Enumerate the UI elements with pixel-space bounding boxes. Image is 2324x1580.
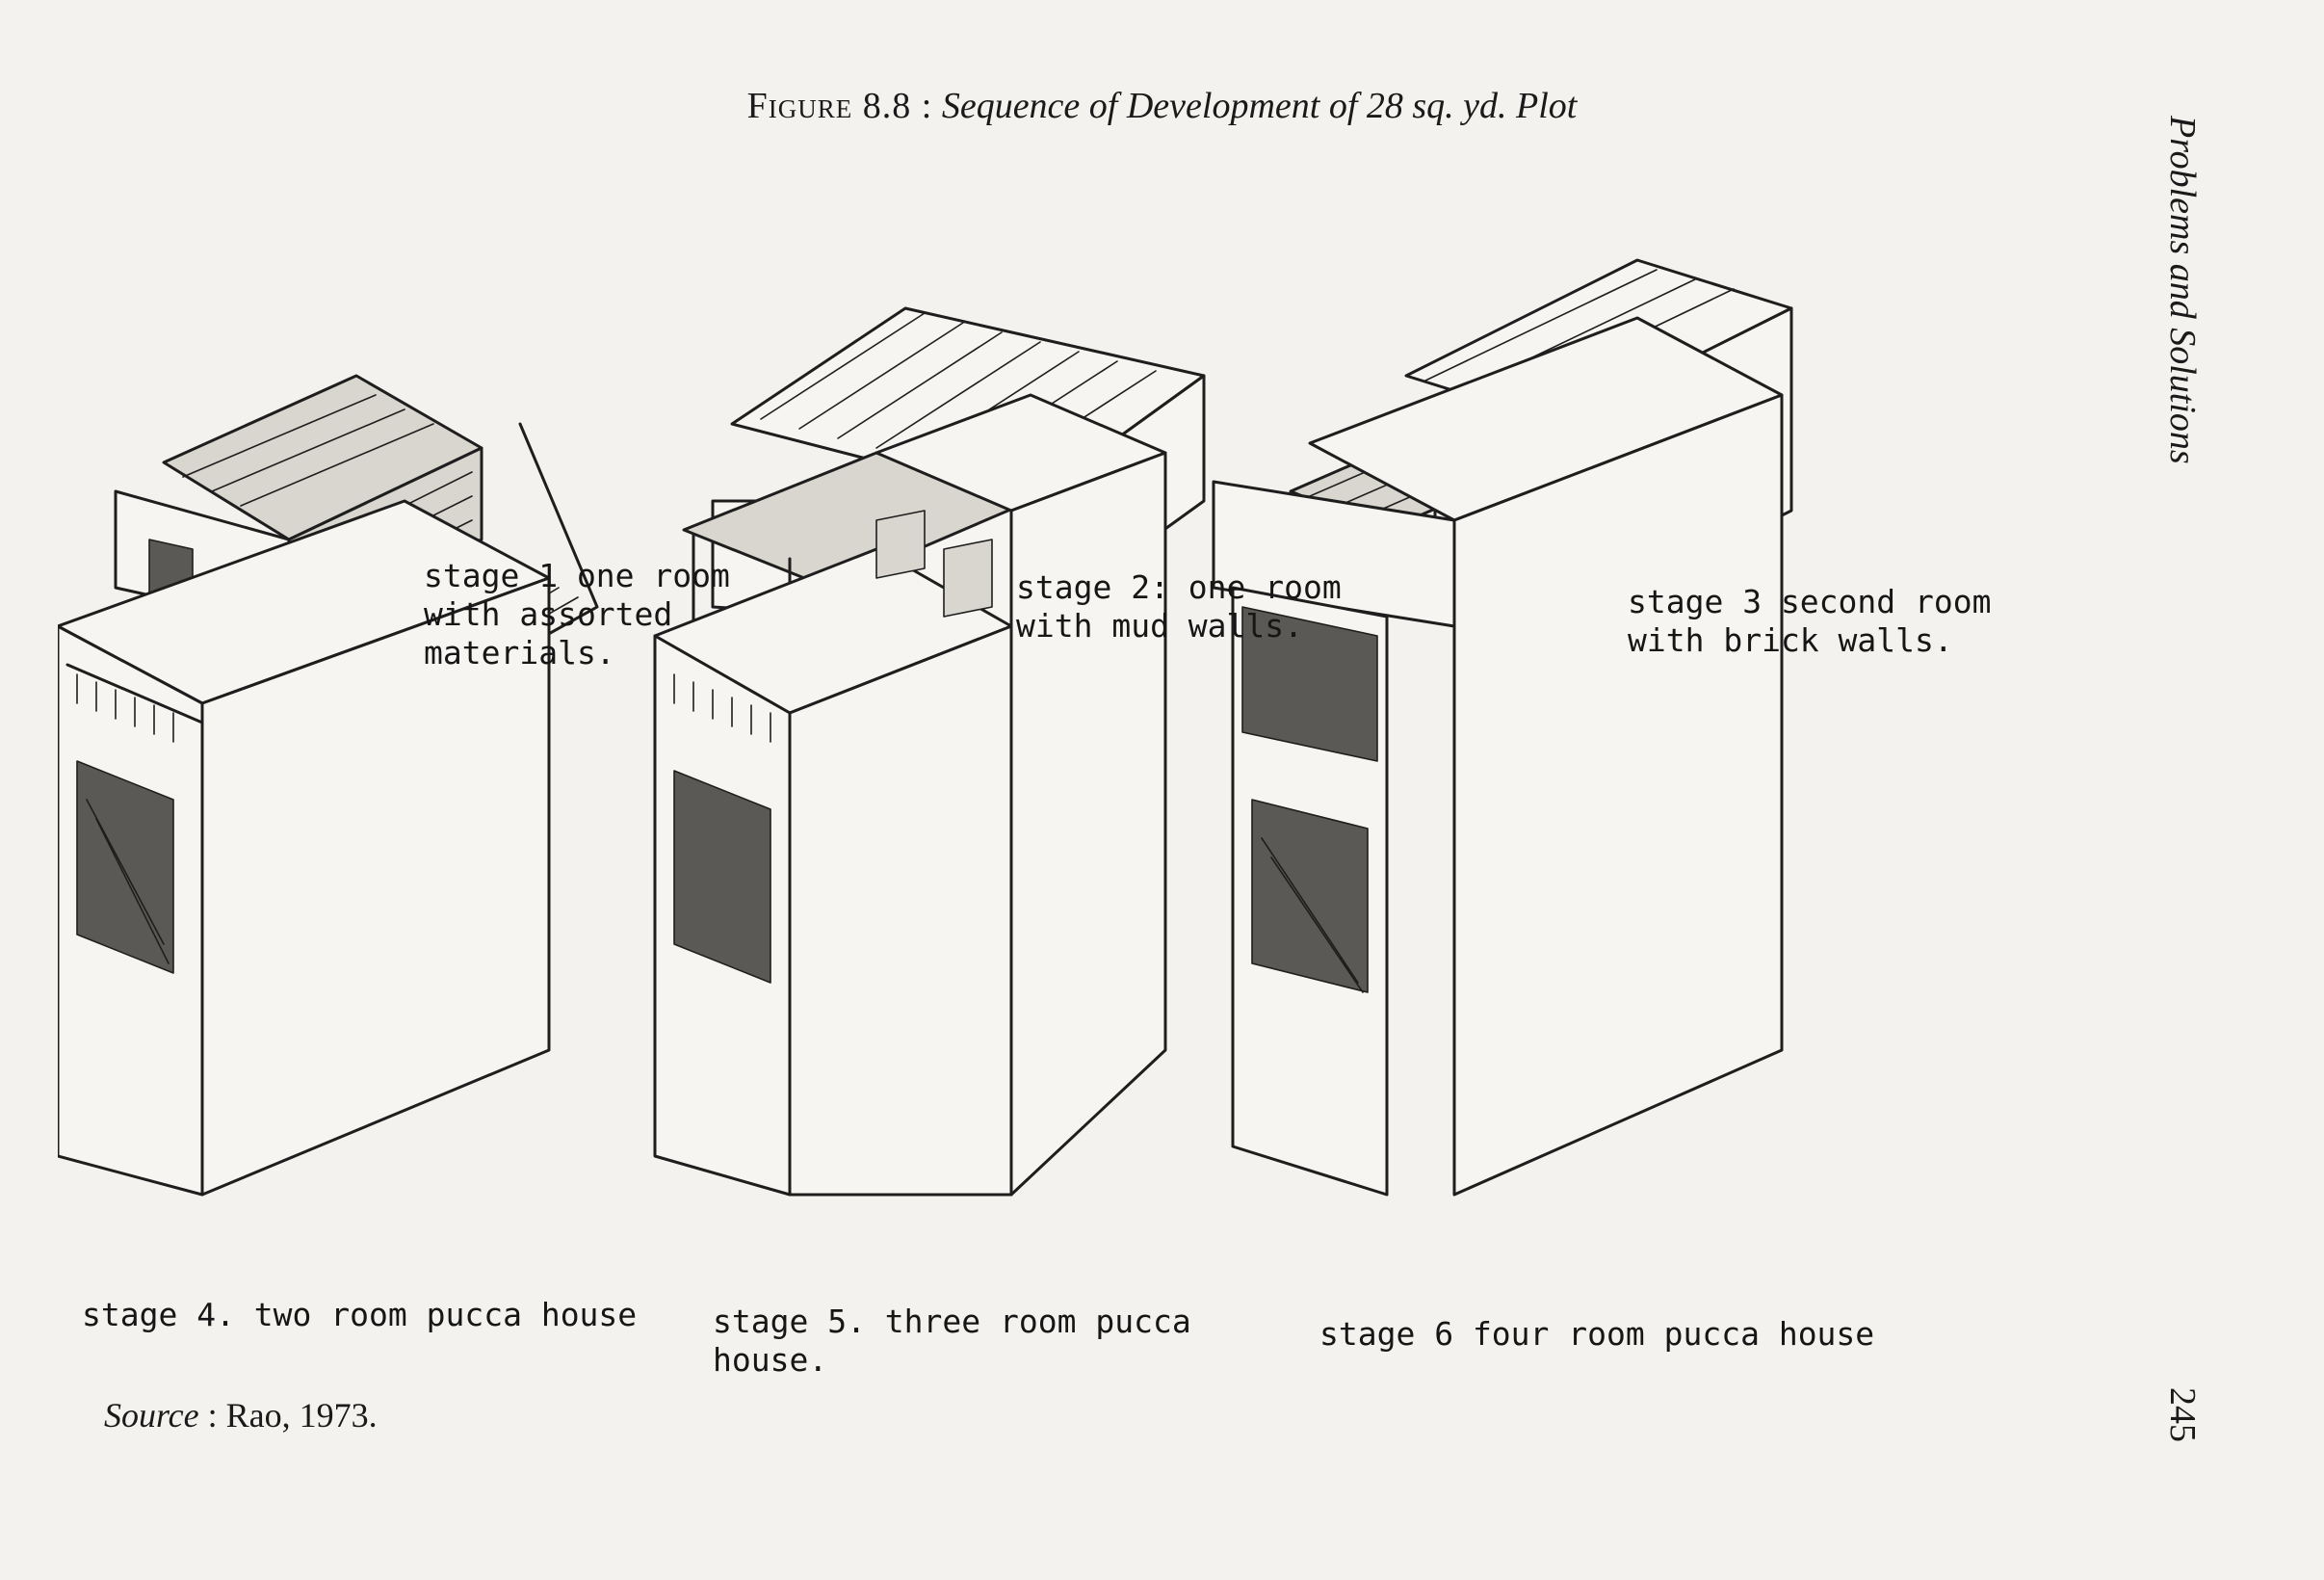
- page-number: 245: [2162, 1387, 2203, 1442]
- stage-6-label: stage 6 four room pucca house: [1319, 1315, 1875, 1353]
- house-sketches-svg: [58, 258, 1793, 1197]
- stage-6-sketch: [1212, 316, 1784, 1197]
- source-value: Rao, 1973.: [225, 1396, 378, 1435]
- figure-caption: Sequence of Development of 28 sq. yd. Pl…: [941, 86, 1578, 126]
- stage-4-sketch: [58, 499, 551, 1197]
- figure-number: Figure 8.8 :: [746, 86, 933, 126]
- figure-source: Source : Rao, 1973.: [104, 1395, 378, 1435]
- stage-3-label: stage 3 second room with brick walls.: [1628, 583, 1992, 659]
- source-key: Source: [104, 1396, 199, 1435]
- stage-4-label: stage 4. two room pucca house: [82, 1296, 638, 1333]
- source-separator: :: [198, 1396, 226, 1435]
- figure-title: Figure 8.8 : Sequence of Development of …: [0, 85, 2324, 127]
- stage-5-label: stage 5. three room pucca house.: [713, 1303, 1191, 1379]
- house-sketches: [58, 222, 2128, 1330]
- stage-2-label: stage 2: one room with mud walls.: [1016, 568, 1342, 645]
- stage-1-label: stage 1 one room with assorted materials…: [424, 557, 730, 672]
- stage-5-sketch: [653, 393, 1167, 1197]
- running-head: Problems and Solutions: [2162, 116, 2203, 464]
